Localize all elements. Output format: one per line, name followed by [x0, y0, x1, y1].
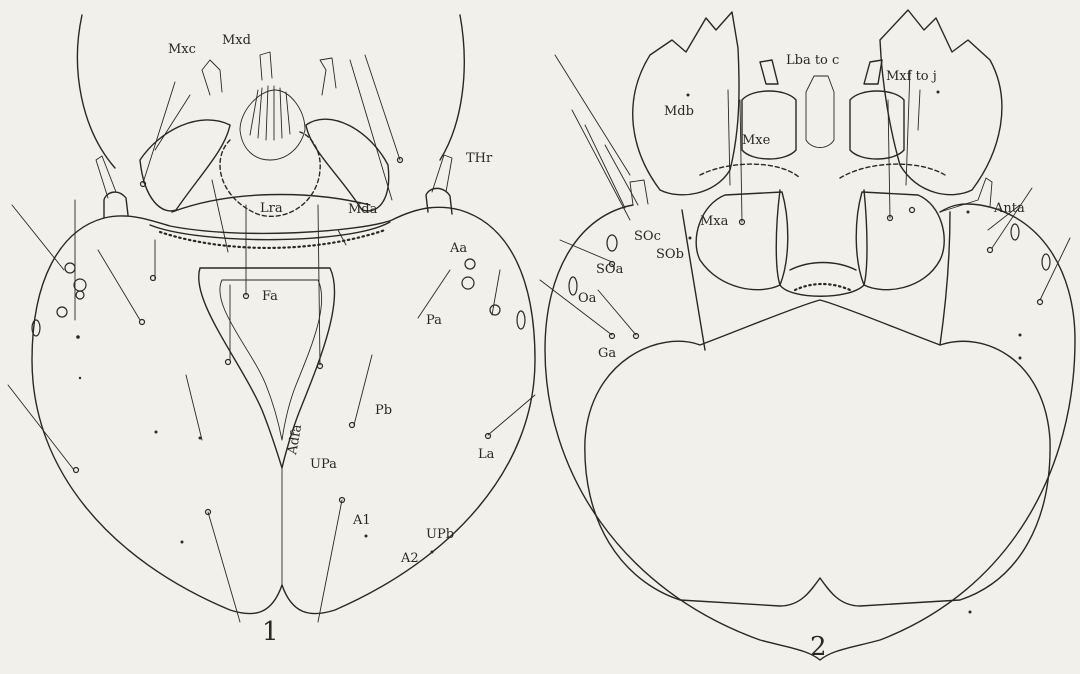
label-lra: Lra	[260, 201, 283, 216]
figure-2-head-ventral: Mdb Lba to c Mxf to j Mxe Mxa Anta SOc S…	[540, 10, 1075, 662]
setae-fig1	[8, 55, 535, 622]
pores-fig2	[569, 208, 1050, 339]
label-sob: SOb	[656, 247, 684, 262]
label-pb: Pb	[375, 403, 392, 418]
label-lba-toc: Lba to c	[786, 53, 839, 68]
labrum-bristles	[250, 86, 290, 140]
label-upb: UPb	[426, 527, 454, 542]
label-pa: Pa	[426, 313, 442, 328]
label-a2: A2	[400, 551, 419, 566]
label-ga: Ga	[598, 346, 616, 361]
label-a1: A1	[352, 513, 371, 528]
label-mxe: Mxe	[742, 133, 771, 148]
label-oa: Oa	[578, 291, 597, 306]
label-anta: Anta	[993, 201, 1025, 216]
label-la: La	[478, 447, 495, 462]
label-thr: THr	[466, 151, 493, 166]
label-mxd: Mxd	[222, 33, 251, 48]
label-fa: Fa	[262, 289, 278, 304]
dots-fig2	[687, 91, 1022, 614]
label-mxc: Mxc	[168, 42, 196, 57]
label-adfa: Adfa	[285, 423, 305, 457]
label-upa: UPa	[310, 457, 337, 472]
label-mxf-toj: Mxf to j	[886, 69, 937, 84]
label-aa: Aa	[449, 241, 467, 256]
dots-fig1	[76, 335, 433, 553]
label-mdb: Mdb	[664, 104, 694, 119]
label-mxa: Mxa	[700, 214, 729, 229]
label-soa: SOa	[596, 262, 624, 277]
figure-2-number: 2	[810, 632, 827, 662]
label-soc: SOc	[634, 229, 661, 244]
figure-1-head-capsule: Mxc Mxd Lra Mda THr Fa Aa Pa Pb Adfa UPa…	[8, 15, 535, 647]
label-mda: Mda	[348, 202, 378, 217]
figure-1-number: 1	[262, 617, 279, 647]
